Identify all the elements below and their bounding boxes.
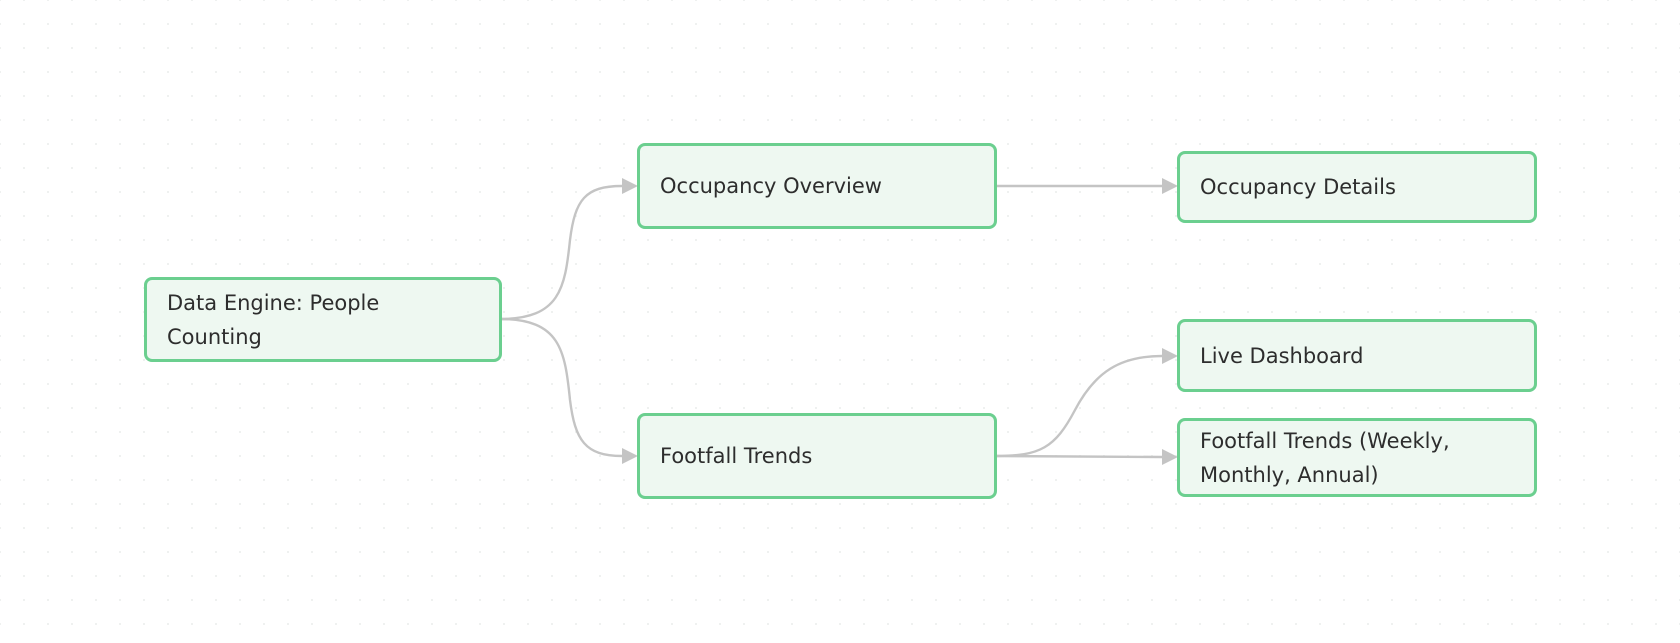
arrowhead-live-dashboard: [1162, 348, 1178, 364]
edge-root-to-footfall-trends: [499, 317, 623, 458]
node-label: Footfall Trends: [660, 444, 813, 468]
edge-footfall-trends-to-live-dashboard: [995, 354, 1163, 458]
node-live-dashboard[interactable]: Live Dashboard: [1177, 319, 1537, 392]
arrowhead-occupancy-overview: [622, 178, 638, 194]
edge-root-to-occupancy-overview: [499, 184, 623, 321]
node-footfall-trends[interactable]: Footfall Trends: [637, 413, 997, 499]
node-occupancy-overview[interactable]: Occupancy Overview: [637, 143, 997, 229]
node-label: Footfall Trends (Weekly, Monthly, Annual…: [1200, 428, 1450, 487]
node-label: Data Engine: People Counting: [167, 290, 380, 349]
arrowhead-occupancy-details: [1162, 178, 1178, 194]
node-label: Live Dashboard: [1200, 343, 1364, 368]
node-footfall-trends-weekly-monthly-annual[interactable]: Footfall Trends (Weekly, Monthly, Annual…: [1177, 418, 1537, 497]
node-data-engine-people-counting[interactable]: Data Engine: People Counting: [144, 277, 502, 362]
arrowhead-footfall-trends-periodic: [1162, 449, 1178, 465]
node-label: Occupancy Overview: [660, 174, 882, 198]
arrowhead-footfall-trends: [622, 448, 638, 464]
edge-footfall-trends-to-periodic: [995, 454, 1163, 459]
node-occupancy-details[interactable]: Occupancy Details: [1177, 151, 1537, 223]
node-label: Occupancy Details: [1200, 175, 1396, 199]
